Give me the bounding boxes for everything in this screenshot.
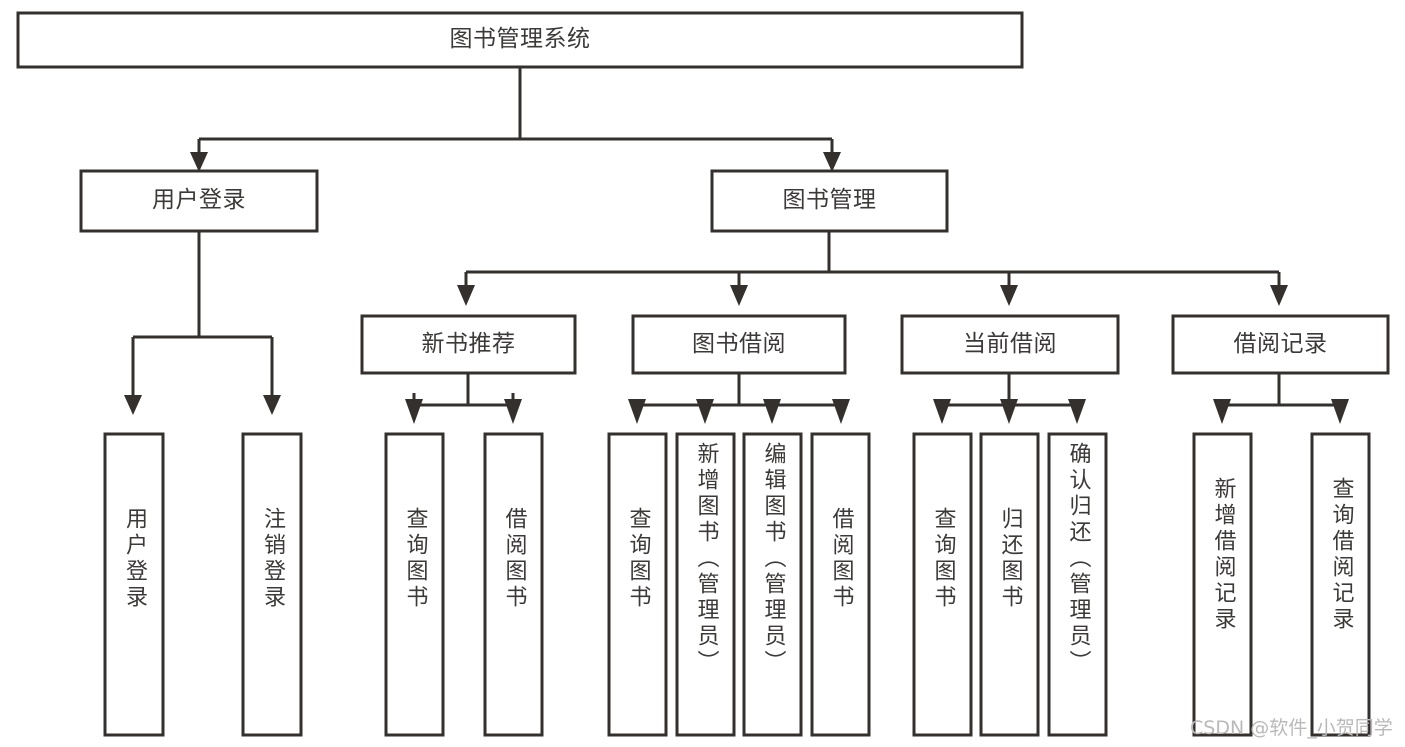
leaf-box-query-book-new[interactable] [384, 432, 445, 737]
leaf-box-query-book-borrow[interactable] [607, 432, 668, 737]
leaf-box-logout[interactable] [241, 432, 303, 737]
connector-bookborrow-to-leaves [628, 373, 850, 424]
leaf-box-return-book[interactable] [979, 432, 1040, 737]
node-box-user-login[interactable] [79, 169, 319, 233]
node-box-root[interactable] [16, 11, 1024, 69]
node-box-book-borrow[interactable] [631, 314, 847, 375]
leaf-box-query-borrow-record[interactable] [1310, 432, 1371, 737]
connector-currentborrow-to-leaves [933, 373, 1086, 424]
leaf-box-user-login[interactable] [103, 432, 165, 737]
node-box-new-book-recommend[interactable] [360, 314, 577, 375]
connector-bookmgmt-to-level3 [457, 231, 1288, 306]
connector-userlogin-to-leaves [124, 231, 281, 415]
leaf-box-edit-book-admin[interactable] [742, 432, 803, 737]
connector-borrowrecords-to-leaves [1213, 373, 1349, 424]
leaf-box-borrow-book[interactable] [810, 432, 871, 737]
leaf-box-add-borrow-record[interactable] [1192, 432, 1253, 737]
node-box-book-management[interactable] [710, 169, 949, 233]
node-box-borrow-records[interactable] [1171, 314, 1390, 375]
connector-newbook-to-leaves [405, 373, 522, 424]
leaf-box-confirm-return-admin[interactable] [1047, 432, 1108, 737]
leaf-box-borrow-book-new[interactable] [483, 432, 544, 737]
leaf-box-query-book-current[interactable] [912, 432, 973, 737]
connector-root-to-level2 [190, 68, 841, 172]
node-box-current-borrow[interactable] [900, 314, 1120, 375]
leaf-box-add-book-admin[interactable] [675, 432, 736, 737]
